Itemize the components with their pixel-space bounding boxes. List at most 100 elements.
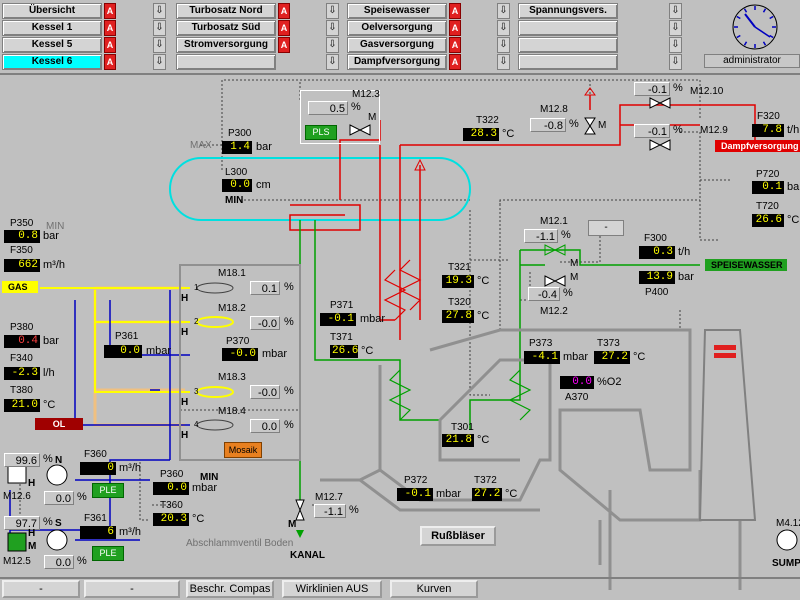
- m18-4-value[interactable]: 0.0: [250, 419, 280, 433]
- m12-3-value[interactable]: 0.5: [308, 101, 348, 115]
- m12-2-value[interactable]: -0.4: [528, 287, 560, 301]
- m12-7-value[interactable]: -1.1: [314, 504, 346, 518]
- down-arrow-icon[interactable]: ⇩: [326, 37, 339, 53]
- alarm-icon[interactable]: A: [449, 54, 461, 70]
- down-arrow-icon[interactable]: ⇩: [497, 37, 510, 53]
- m12-5-ple[interactable]: PLE: [92, 546, 124, 561]
- f350-value[interactable]: 662: [4, 259, 40, 272]
- m18-1-value[interactable]: 0.1: [250, 281, 280, 295]
- kurven-button[interactable]: Kurven: [390, 580, 478, 598]
- down-arrow-icon[interactable]: ⇩: [326, 20, 339, 36]
- nav-dampfversorgung[interactable]: Dampfversorgung: [347, 54, 447, 70]
- down-arrow-icon[interactable]: ⇩: [326, 54, 339, 70]
- p350-value[interactable]: 0.8: [4, 230, 40, 243]
- russblaeser-button[interactable]: Rußbläser: [420, 526, 496, 546]
- f300-value[interactable]: 0.3: [639, 246, 675, 259]
- p361-value[interactable]: 0.0: [104, 345, 142, 358]
- nav-empty-4b[interactable]: [518, 37, 618, 53]
- nav-kessel-6[interactable]: Kessel 6: [2, 54, 102, 70]
- mosaik-button[interactable]: Mosaik: [224, 442, 262, 458]
- p371-value[interactable]: -0.1: [320, 313, 356, 326]
- t320-value[interactable]: 27.8: [442, 310, 474, 323]
- t321-value[interactable]: 19.3: [442, 275, 474, 288]
- m12-9-value[interactable]: -0.1: [634, 124, 670, 138]
- m12-6-value2[interactable]: 0.0: [44, 491, 74, 505]
- f320-value[interactable]: 7.8: [752, 124, 784, 137]
- beschr-compas-button[interactable]: Beschr. Compas: [186, 580, 274, 598]
- alarm-icon[interactable]: A: [104, 3, 116, 19]
- nav-turbosatz-nord[interactable]: Turbosatz Nord: [176, 3, 276, 19]
- down-arrow-icon[interactable]: ⇩: [326, 3, 339, 19]
- p380-value[interactable]: 0.4: [4, 335, 40, 348]
- down-arrow-icon[interactable]: ⇩: [669, 54, 682, 70]
- alarm-icon[interactable]: A: [449, 3, 461, 19]
- p370-value[interactable]: -0.0: [222, 348, 258, 361]
- m12-5-value1[interactable]: 97.7: [4, 516, 40, 530]
- m12-1-value[interactable]: -1.1: [524, 229, 558, 243]
- m12-5-value2[interactable]: 0.0: [44, 555, 74, 569]
- m18-3-value[interactable]: -0.0: [250, 385, 280, 399]
- alarm-icon[interactable]: A: [278, 20, 290, 36]
- l300-value[interactable]: 0.0: [222, 179, 252, 192]
- t322-value[interactable]: 28.3: [463, 128, 499, 141]
- p720-value[interactable]: 0.1: [752, 181, 784, 194]
- nav-kessel-1[interactable]: Kessel 1: [2, 20, 102, 36]
- nav-uebersicht[interactable]: Übersicht: [2, 3, 102, 19]
- t720-value[interactable]: 26.6: [752, 214, 784, 227]
- down-arrow-icon[interactable]: ⇩: [153, 37, 166, 53]
- t371-value[interactable]: 26.6: [330, 345, 359, 358]
- speisewasser-tag[interactable]: SPEISEWASSER: [705, 259, 787, 271]
- nav-stromversorgung[interactable]: Stromversorgung: [176, 37, 276, 53]
- down-arrow-icon[interactable]: ⇩: [153, 3, 166, 19]
- m12-10-value[interactable]: -0.1: [634, 82, 670, 96]
- down-arrow-icon[interactable]: ⇩: [497, 20, 510, 36]
- alarm-icon[interactable]: A: [278, 3, 290, 19]
- alarm-icon[interactable]: A: [104, 20, 116, 36]
- p300-value[interactable]: 1.4: [222, 141, 252, 154]
- m12-6-value1[interactable]: 99.6: [4, 453, 40, 467]
- m12-8-value[interactable]: -0.8: [530, 118, 566, 132]
- p373-value[interactable]: -4.1: [524, 351, 560, 364]
- dash-button[interactable]: -: [588, 220, 624, 236]
- p372-value[interactable]: -0.1: [397, 488, 433, 501]
- down-arrow-icon[interactable]: ⇩: [669, 3, 682, 19]
- t380-value[interactable]: 21.0: [4, 399, 40, 412]
- nav-empty-4a[interactable]: [518, 20, 618, 36]
- nav-gasversorgung[interactable]: Gasversorgung: [347, 37, 447, 53]
- ol-tag[interactable]: OL: [35, 418, 83, 430]
- p360-value[interactable]: 0.0: [153, 482, 189, 495]
- nav-speisewasser[interactable]: Speisewasser: [347, 3, 447, 19]
- t360-value[interactable]: 20.3: [153, 513, 189, 526]
- down-arrow-icon[interactable]: ⇩: [153, 20, 166, 36]
- t372-value[interactable]: 27.2: [472, 488, 502, 501]
- down-arrow-icon[interactable]: ⇩: [669, 37, 682, 53]
- nav-spannungsvers[interactable]: Spannungsvers.: [518, 3, 618, 19]
- gas-tag[interactable]: GAS: [2, 281, 38, 293]
- alarm-icon[interactable]: A: [278, 37, 290, 53]
- m18-2-value[interactable]: -0.0: [250, 316, 280, 330]
- f360-value[interactable]: 0: [80, 462, 116, 475]
- bottom-button-2[interactable]: -: [84, 580, 180, 598]
- m12-6-ple[interactable]: PLE: [92, 483, 124, 498]
- nav-turbosatz-sued[interactable]: Turbosatz Süd: [176, 20, 276, 36]
- down-arrow-icon[interactable]: ⇩: [153, 54, 166, 70]
- down-arrow-icon[interactable]: ⇩: [497, 3, 510, 19]
- alarm-icon[interactable]: A: [104, 37, 116, 53]
- down-arrow-icon[interactable]: ⇩: [669, 20, 682, 36]
- t301-value[interactable]: 21.8: [442, 434, 474, 447]
- f361-value[interactable]: 6: [80, 526, 116, 539]
- wirklinien-aus-button[interactable]: Wirklinien AUS: [282, 580, 382, 598]
- nav-kessel-5[interactable]: Kessel 5: [2, 37, 102, 53]
- alarm-icon[interactable]: A: [449, 20, 461, 36]
- nav-empty-4c[interactable]: [518, 54, 618, 70]
- dampfversorgung-tag[interactable]: Dampfversorgung: [715, 140, 800, 152]
- m12-3-ple[interactable]: PLS: [305, 125, 337, 140]
- alarm-icon[interactable]: A: [104, 54, 116, 70]
- down-arrow-icon[interactable]: ⇩: [497, 54, 510, 70]
- f340-value[interactable]: -2.3: [4, 367, 40, 380]
- t373-value[interactable]: 27.2: [594, 351, 630, 364]
- bottom-button-1[interactable]: -: [2, 580, 80, 598]
- nav-oelversorgung[interactable]: Oelversorgung: [347, 20, 447, 36]
- alarm-icon[interactable]: A: [449, 37, 461, 53]
- nav-empty-2[interactable]: [176, 54, 276, 70]
